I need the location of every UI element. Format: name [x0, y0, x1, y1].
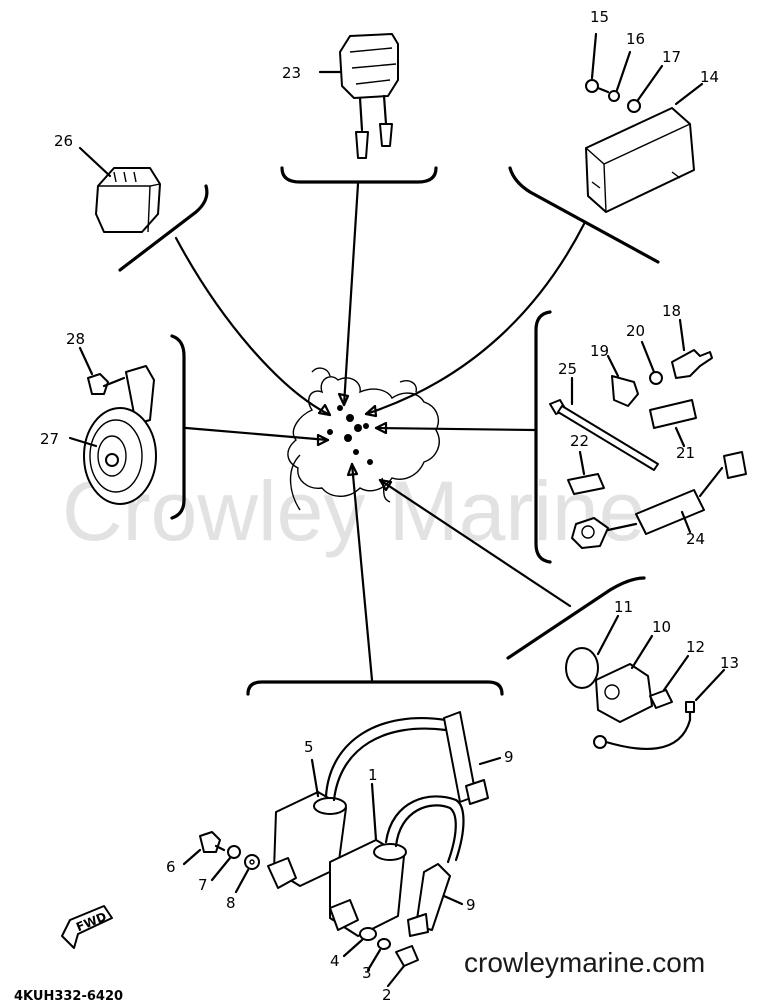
callout-17: 17 — [662, 48, 681, 66]
cable-tie-25 — [549, 376, 659, 471]
relay-26 — [78, 146, 161, 233]
callout-15: 15 — [590, 8, 609, 26]
pickup-coil-10 — [595, 634, 654, 723]
washer-8 — [234, 854, 260, 894]
screw-2 — [386, 945, 419, 988]
plug-cap-9-lower — [407, 863, 464, 937]
nut-17 — [627, 64, 664, 113]
washer-16 — [608, 50, 632, 102]
callout-23: 23 — [282, 64, 301, 82]
clip-21 — [649, 399, 697, 448]
callout-20: 20 — [626, 322, 645, 340]
horn-27 — [68, 365, 157, 505]
callout-4: 4 — [330, 952, 340, 970]
lead-wire-24 — [571, 451, 747, 549]
washer-4 — [342, 927, 377, 958]
callout-2: 2 — [382, 986, 392, 1004]
callout-9-lower: 9 — [466, 896, 476, 914]
callout-13: 13 — [720, 654, 739, 672]
callout-28: 28 — [66, 330, 85, 348]
callout-1: 1 — [368, 766, 378, 784]
ground-lead-13 — [593, 668, 726, 750]
callout-5: 5 — [304, 738, 314, 756]
callout-22: 22 — [570, 432, 589, 450]
group-connectors — [118, 166, 660, 696]
callout-21: 21 — [676, 444, 695, 462]
connector-23 — [318, 33, 399, 159]
washer-7 — [210, 845, 241, 882]
bolt-15 — [585, 32, 610, 94]
sensor-18 — [671, 318, 713, 379]
callout-25: 25 — [558, 360, 577, 378]
engine-outline — [287, 367, 440, 511]
callout-labels: 1 2 3 4 5 6 7 8 9 9 10 11 12 13 14 15 16… — [40, 8, 739, 1004]
callout-9-upper: 9 — [504, 748, 514, 766]
ignition-coil-5 — [267, 717, 448, 889]
callout-8: 8 — [226, 894, 236, 912]
callout-3: 3 — [362, 964, 372, 982]
callout-27: 27 — [40, 430, 59, 448]
bolt-28 — [78, 346, 126, 395]
callout-16: 16 — [626, 30, 645, 48]
callout-26: 26 — [54, 132, 73, 150]
callout-11: 11 — [614, 598, 633, 616]
washer-3 — [366, 938, 391, 972]
washer-20 — [640, 340, 663, 385]
callout-7: 7 — [198, 876, 208, 894]
site-url: crowleymarine.com — [464, 947, 705, 978]
fwd-arrow-icon: FWD — [61, 905, 113, 949]
plug-cap-9-upper — [443, 711, 502, 805]
callout-14: 14 — [700, 68, 719, 86]
ignition-coil-1 — [329, 782, 465, 937]
callout-24: 24 — [686, 530, 705, 548]
callout-6: 6 — [166, 858, 176, 876]
o-ring-11 — [565, 614, 620, 689]
bolt-6 — [182, 831, 226, 866]
callout-12: 12 — [686, 638, 705, 656]
engine-mount-points — [327, 405, 373, 465]
screw-12 — [649, 654, 690, 709]
callout-18: 18 — [662, 302, 681, 320]
cdi-unit-14 — [585, 82, 704, 213]
bracket-22 — [567, 450, 605, 495]
callout-10: 10 — [652, 618, 671, 636]
diagram-code: 4KUH332-6420 — [14, 989, 123, 1004]
clamp-19 — [606, 354, 639, 407]
callout-19: 19 — [590, 342, 609, 360]
